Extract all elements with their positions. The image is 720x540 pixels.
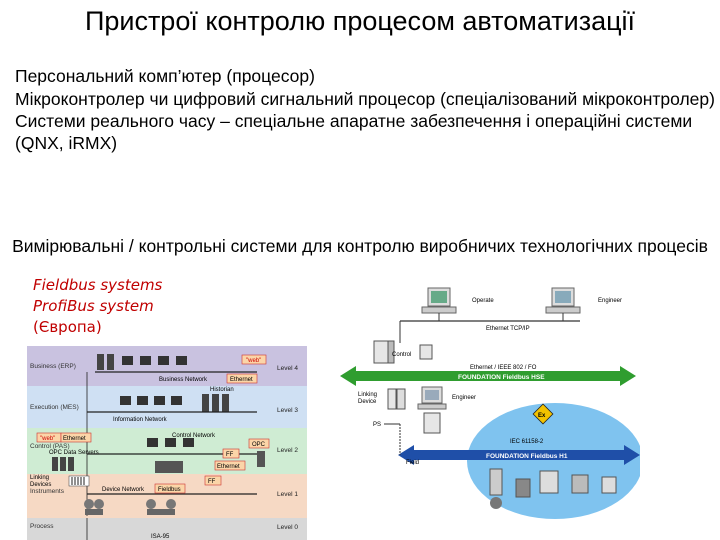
field-devices-icon [489,468,617,509]
linking-device-icon [387,388,406,410]
linking-devices-icon [68,475,90,487]
field-label: Field [406,460,419,466]
control-label: Control [392,352,411,358]
ff-tag-instruments: FF [208,479,216,485]
subheading: Вимірювальні / контрольні системи для ко… [12,236,708,256]
ethernet-ieee-label: Ethernet / IEEE 802 / FO [470,365,537,371]
bullet-item-microcontroller: Мікроконтролер чи цифровий сигнальний пр… [15,88,715,109]
hse-double-arrow [340,366,636,386]
fieldbus-tag: Fieldbus [158,487,181,493]
business-computers-icon [97,354,187,370]
ff-tag-control: FF [226,452,234,458]
device-network-label: Device Network [102,487,145,493]
ff-hse-label: FOUNDATION Fieldbus HSE [458,374,545,381]
ethernet-tcpip-label: Ethernet TCP/IP [486,326,530,332]
operate-label: Operate [472,298,494,304]
terminator-icon [423,412,441,434]
isa95-label: ISA-95 [151,534,170,540]
ff-h1-label: FOUNDATION Fieldbus H1 [486,453,568,460]
ethernet-tag-bottom: Ethernet [217,464,240,470]
ex-label: Ex [538,413,546,419]
opc-data-servers-label: OPC Data Servers [49,450,99,456]
field-instruments-icon [84,499,176,515]
layer-execution [27,386,307,428]
engineer-workstation-mid-icon [417,386,447,410]
layer-process [27,518,307,540]
h1-field-area [467,403,640,519]
web-tag-control: "web" [40,436,55,442]
layer-name-process: Process [30,523,54,530]
layer-name-instruments: Instruments [30,488,65,495]
layer-business [27,346,307,386]
level-0-label: Level 0 [277,524,298,531]
controller-icon [373,340,395,364]
level-4-label: Level 4 [277,365,298,372]
layer-name-business: Business (ERP) [30,363,76,370]
fieldbus-architecture-diagram: Operate Engineer Ethernet TCP/IP Control… [340,287,640,519]
level-2-label: Level 2 [277,447,298,454]
iec-label: IEC 61158-2 [510,439,544,445]
ps-label: PS [373,422,381,428]
level-3-label: Level 3 [277,407,298,414]
operate-workstation-icon [421,287,457,314]
controllers-icon [155,451,265,473]
power-supply-top-icon [419,344,433,360]
information-network-label: Information Network [113,417,168,423]
h1-double-arrow [398,445,640,465]
control-network-label: Control Network [172,433,216,439]
ex-warning-icon [532,403,554,425]
opc-tag: OPC [252,442,266,448]
note-profibus: ProfiBus system [33,297,154,315]
mes-computers-icon [120,394,229,412]
note-europe: (Європа) [33,318,102,336]
bullet-item-realtime: Системи реального часу – спеціальне апар… [15,111,693,153]
automation-levels-diagram: Business (ERP) Execution (MES) Control (… [27,346,307,540]
ethernet-tag-control: Ethernet [63,436,86,442]
bullet-list: Персональний комп’ютер (процесор) Мікрок… [15,66,715,155]
note-fieldbus: Fieldbus systems [33,276,163,294]
engineer-top-label: Engineer [598,298,622,304]
layer-name-control: Control (PAS) [30,443,70,450]
layer-name-execution: Execution (MES) [30,404,79,411]
engineer-mid-label: Engineer [452,395,476,401]
red-notes: Fieldbus systems ProfiBus system (Європа… [33,275,162,338]
level-1-label: Level 1 [277,491,298,498]
web-tag-top: "web" [246,358,261,364]
ethernet-tag-top: Ethernet [230,377,253,383]
business-network-label: Business Network [159,377,208,383]
bullet-item-pc: Персональний комп’ютер (процесор) [15,66,315,86]
control-servers-icon [52,438,194,471]
slide-title: Пристрої контролю процесом автоматизації [84,6,636,36]
engineer-workstation-top-icon [545,287,581,314]
historian-label: Historian [210,387,234,393]
